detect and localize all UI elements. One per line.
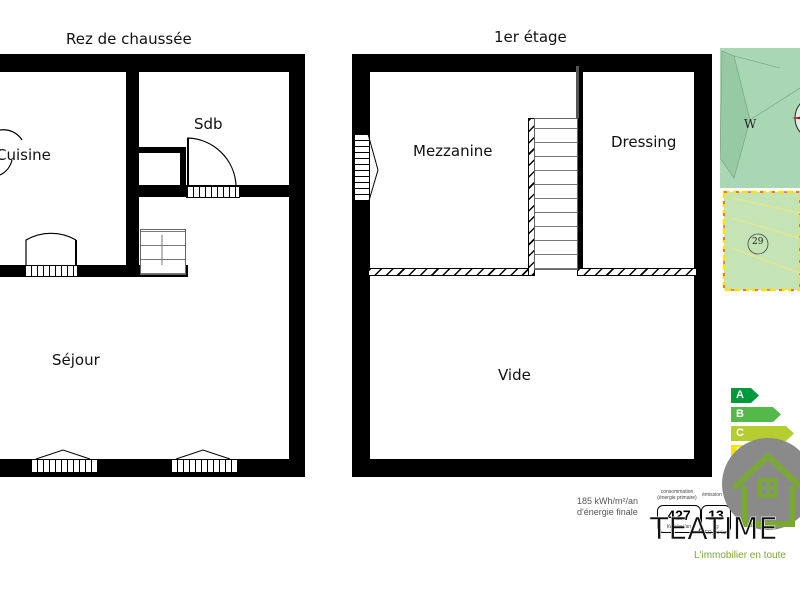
window	[170, 459, 238, 473]
energy-class-a: A	[731, 388, 759, 403]
primary-energy-value: 427	[667, 507, 691, 523]
final-energy-text: 185 kWh/m²/an d'énergie finale	[577, 496, 657, 518]
wall	[0, 54, 305, 72]
energy-class-b: B	[731, 407, 781, 422]
brand-name: TEATIME	[650, 512, 778, 548]
door-swings	[0, 129, 237, 460]
parcel-number: 29	[752, 237, 764, 247]
energy-class-letter: C	[736, 427, 744, 439]
window	[354, 134, 370, 202]
emission-value: 13	[708, 507, 724, 523]
emission-box: 13 kg CO₂/m²/an	[701, 505, 731, 536]
final-energy-caption: d'énergie finale	[577, 507, 638, 517]
house-logo-icon	[722, 438, 800, 530]
brand-tagline: L'immobilier en toute	[694, 550, 786, 561]
primary-energy-unit: kWh/m²/an	[666, 524, 692, 530]
staircase	[140, 229, 186, 275]
window	[30, 459, 98, 473]
wall	[694, 54, 712, 477]
mezzanine-railing	[577, 268, 697, 276]
primary-energy-box: 427 kWh/m²/an	[657, 505, 701, 533]
room-label-bathroom: Sdb	[194, 115, 223, 133]
energy-class-letter: B	[736, 408, 744, 420]
compass-west-label: W	[744, 117, 757, 131]
door-threshold	[24, 265, 78, 277]
wall	[289, 54, 305, 477]
door-threshold	[186, 186, 240, 198]
wall	[126, 72, 139, 277]
stair-rail	[576, 66, 579, 118]
first-floor-title: 1er étage	[494, 28, 567, 46]
consumption-header: consommation (énergie primaire)	[657, 489, 697, 501]
energy-class-letter: A	[736, 389, 744, 401]
room-label-living: Séjour	[52, 351, 100, 369]
staircase	[534, 118, 578, 270]
wall	[352, 54, 712, 72]
emission-unit: kg CO₂/m²/an	[704, 524, 728, 536]
emission-header: émission	[702, 492, 722, 498]
wall	[577, 72, 583, 268]
window-swing	[367, 133, 379, 205]
wall	[139, 147, 185, 153]
cadastral-map-drawing	[720, 48, 800, 294]
final-energy-value: 185 kWh/m²/an	[577, 496, 639, 506]
room-label-mezzanine: Mezzanine	[413, 142, 493, 160]
wall	[180, 147, 186, 192]
wall	[352, 459, 712, 477]
room-label-dressing: Dressing	[611, 133, 677, 151]
room-label-kitchen: Cuisine	[0, 146, 51, 164]
cadastral-map: W 29	[720, 48, 800, 294]
brand-logo	[716, 432, 800, 542]
mezzanine-railing	[368, 268, 532, 276]
wall	[352, 54, 370, 477]
room-label-void: Vide	[498, 366, 531, 384]
energy-class-c: C	[731, 426, 794, 441]
ground-floor-title: Rez de chaussée	[66, 30, 192, 48]
